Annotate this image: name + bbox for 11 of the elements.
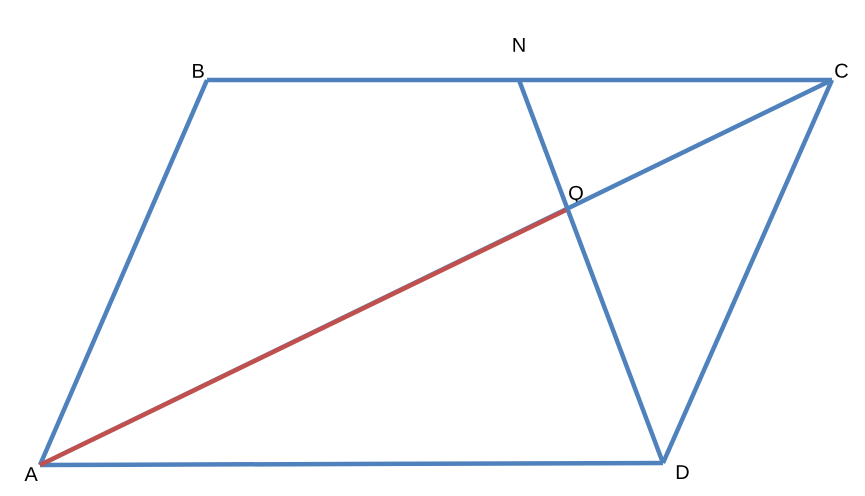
line-segment	[660, 79, 834, 464]
line-segment	[39, 208, 567, 468]
point-label: C	[835, 64, 848, 78]
line-segment	[207, 78, 832, 82]
point-label: B	[193, 64, 204, 78]
line-segment	[38, 79, 210, 466]
point-label: N	[513, 38, 525, 52]
point-label: A	[24, 467, 38, 481]
line-segment	[40, 460, 664, 468]
point-label: D	[676, 465, 689, 479]
line-segment	[516, 79, 666, 464]
